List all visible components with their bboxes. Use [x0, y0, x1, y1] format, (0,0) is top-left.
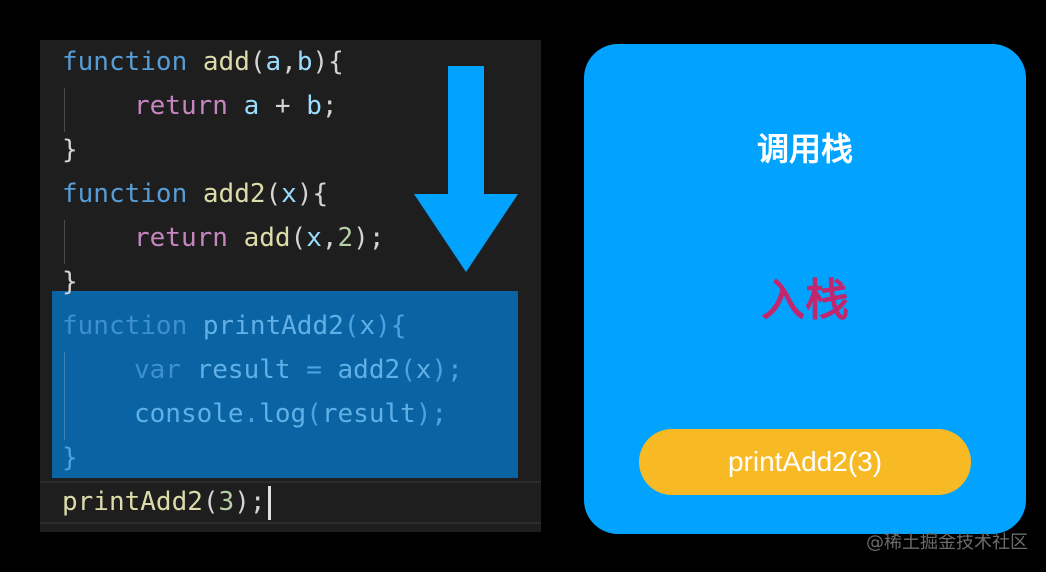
code-line[interactable]: function add(a,b){ [62, 40, 344, 84]
code-token: ( [265, 179, 282, 209]
code-token: console [134, 399, 244, 429]
code-token: result [196, 355, 291, 385]
code-line[interactable]: } [62, 260, 78, 304]
code-token: ( [306, 399, 322, 429]
down-arrow-icon [414, 66, 518, 272]
code-line[interactable]: return a + b; [134, 84, 338, 128]
code-token: function [62, 179, 188, 209]
code-token [228, 91, 244, 121]
code-token: function [62, 47, 188, 77]
text-cursor [267, 485, 271, 520]
code-token: ; [321, 91, 338, 121]
code-token: add [243, 223, 291, 253]
code-token: a [243, 91, 260, 121]
code-token: result [321, 399, 416, 429]
code-token: } [62, 135, 78, 165]
code-token: ){ [296, 179, 329, 209]
code-token: var [134, 355, 181, 385]
code-token: + [259, 91, 307, 121]
stack-frame: printAdd2(3) [639, 429, 971, 495]
code-token: } [62, 443, 78, 473]
code-token: function [62, 311, 188, 341]
code-token: ( [202, 487, 219, 517]
code-token [181, 355, 197, 385]
code-line[interactable]: printAdd2(3); [62, 480, 271, 524]
code-token: ( [400, 355, 416, 385]
code-token: a [265, 47, 282, 77]
code-token: return [134, 223, 228, 253]
code-token: add2 [337, 355, 401, 385]
indent-guide [64, 352, 65, 440]
watermark: @稀土掘金技术社区 [866, 532, 1028, 553]
code-token: ); [431, 355, 463, 385]
code-token: add [202, 47, 250, 77]
code-token: printAdd2 [202, 311, 344, 341]
code-token: } [62, 267, 78, 297]
code-token: ){ [375, 311, 407, 341]
call-stack-panel: 调用栈 入栈 printAdd2(3) [584, 44, 1026, 534]
code-token: , [321, 223, 338, 253]
push-label: 入栈 [761, 275, 849, 326]
code-token: x [359, 311, 376, 341]
code-token: ( [343, 311, 360, 341]
code-token: log [259, 399, 307, 429]
code-line[interactable]: console.log(result); [134, 392, 447, 436]
code-line[interactable]: function printAdd2(x){ [62, 304, 406, 348]
code-token: x [281, 179, 297, 209]
code-token: 3 [218, 487, 235, 517]
code-token: ); [353, 223, 385, 253]
call-stack-title: 调用栈 [756, 130, 853, 168]
code-line[interactable]: } [62, 436, 78, 480]
code-token: add2 [202, 179, 266, 209]
code-line[interactable]: var result = add2(x); [134, 348, 463, 392]
code-token: ); [415, 399, 448, 429]
code-token: , [281, 47, 297, 77]
code-token: return [134, 91, 228, 121]
code-token: . [243, 399, 260, 429]
executing-function-highlight [52, 291, 518, 478]
code-token: b [296, 47, 313, 77]
code-token: b [306, 91, 322, 121]
code-token [187, 179, 203, 209]
code-token [228, 223, 244, 253]
current-line-marker [40, 481, 541, 524]
code-token: x [306, 223, 322, 253]
code-token: x [415, 355, 432, 385]
code-token: ( [290, 223, 307, 253]
code-token [187, 311, 203, 341]
code-token: = [290, 355, 338, 385]
code-line[interactable]: } [62, 128, 78, 172]
indent-guide [64, 220, 65, 264]
code-token [187, 47, 203, 77]
code-token: 2 [337, 223, 354, 253]
code-token: printAdd2 [62, 487, 203, 517]
code-line[interactable]: return add(x,2); [134, 216, 384, 260]
code-line[interactable]: function add2(x){ [62, 172, 328, 216]
indent-guide [64, 88, 65, 132]
code-token: ); [234, 487, 266, 517]
code-token: ( [249, 47, 266, 77]
code-token: ){ [312, 47, 344, 77]
